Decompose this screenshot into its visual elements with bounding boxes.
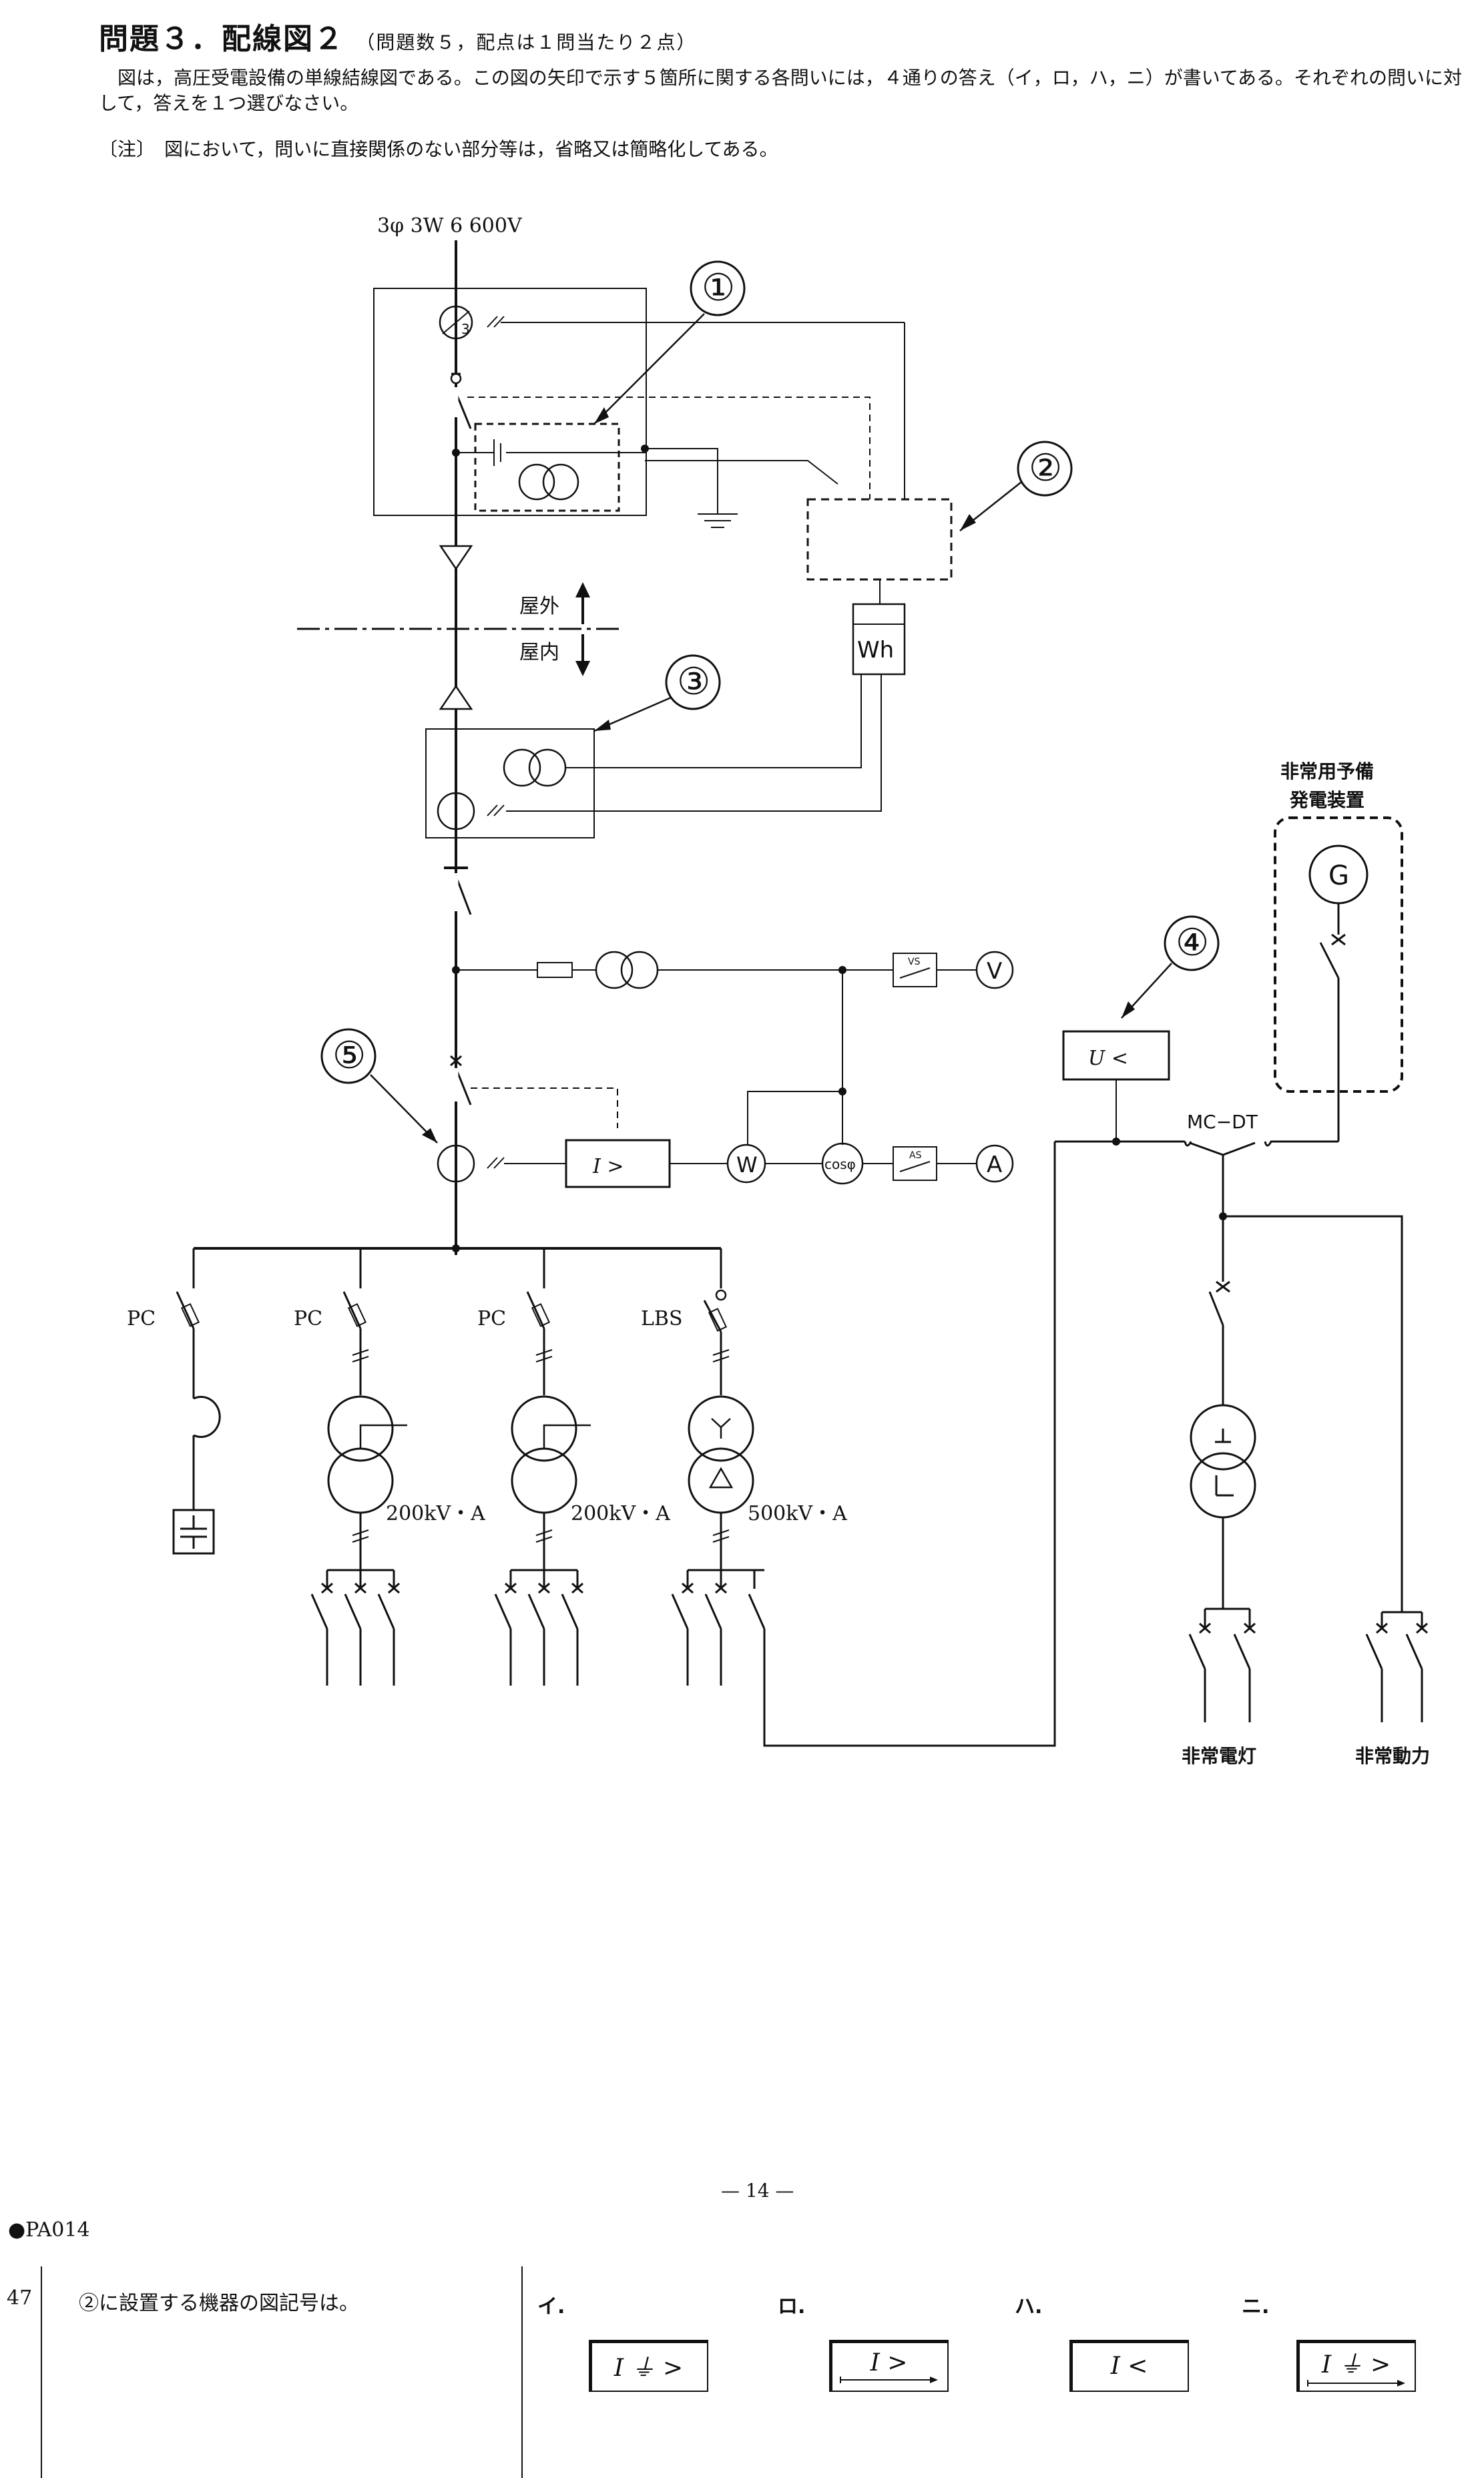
kva-label-1: 200kV・A [386,1502,485,1525]
voltmeter-label: V [987,958,1002,985]
pc-label-2: PC [294,1307,322,1330]
mcdt-label: MC−DT [1187,1111,1258,1133]
option-label-ha: ハ. [1015,2295,1043,2318]
lbs-label: LBS [641,1307,683,1330]
instruction-note: 〔注〕 図において，問いに直接関係のない部分等は，省略又は簡略化してある。 [99,138,778,160]
option-i-symbol[interactable]: I ⏚ > [589,2340,708,2392]
option-ro-symbol[interactable]: I > [829,2340,949,2392]
title-text: 問題３．配線図２ [99,22,344,56]
generator-label-1: 非常用予備 [1280,760,1374,782]
kva-label-3: 500kV・A [748,1502,847,1525]
transformer-branch-2: PC 200kV・A [477,1291,670,1686]
ocr-label: I > [592,1155,624,1178]
option-ni-symbol[interactable]: I ⏚ > [1296,2340,1416,2392]
option-label-ni: ニ. [1242,2295,1270,2318]
option-label-i: イ. [537,2295,565,2318]
as-label: AS [909,1150,922,1161]
supply-label: 3φ 3W 6 600V [377,214,523,238]
pc-label-1: PC [127,1307,156,1330]
option-ha-text: I < [1110,2352,1148,2380]
option-label-ro: ロ. [778,2295,806,2318]
wh-meter-label: Wh [857,637,894,664]
exam-code: ●PA014 [8,2218,90,2242]
option-i-text: I ⏚ > [613,2355,684,2382]
marker-5: ⑤ [332,1034,366,1077]
option-ha-symbol[interactable]: I < [1069,2340,1189,2392]
title-note: （問題数５，配点は１問当たり２点） [356,31,697,53]
generator-label-2: 発電装置 [1289,789,1365,811]
instruction-paragraph: 図は，高圧受電設備の単線結線図である。この図の矢印で示す５箇所に関する各問いには… [99,67,1463,114]
emergency-power-label: 非常動力 [1355,1745,1430,1767]
outdoor-label: 屋外 [519,595,559,618]
emergency-light-label: 非常電灯 [1182,1745,1256,1767]
ammeter-label: A [987,1152,1002,1178]
pc-label-3: PC [477,1307,506,1330]
kva-label-2: 200kV・A [571,1502,670,1525]
marker-3: ③ [677,660,710,704]
indoor-label: 屋内 [519,641,559,664]
marker-2: ② [1029,447,1062,490]
generator-symbol: G [1328,860,1349,891]
arrow-icon [1306,2380,1405,2387]
single-line-diagram: 3φ 3W 6 600V 3 ① ② 屋外 屋内 [127,214,1430,1767]
arrow-icon [839,2376,938,2383]
marker-1: ① [702,266,735,310]
transformer-branch-1: PC 200kV・A [294,1291,485,1686]
marker-4: ④ [1176,921,1209,965]
uvr-label: U < [1088,1047,1128,1070]
question-text: ②に設置する機器の図記号は。 [79,2292,359,2315]
page-title: 問題３．配線図２ （問題数５，配点は１問当たり２点） [99,15,696,57]
question-number: 47 [7,2286,33,2310]
page-number: — 14 — [721,2180,794,2202]
pf-meter-label: cosφ [824,1156,856,1172]
option-ni-text: I ⏚ > [1321,2351,1391,2379]
question-table [41,2266,523,2478]
vs-label: VS [908,957,921,967]
option-ro-text: I > [870,2348,908,2377]
transformer-branch-3: LBS 500kV・A [641,1289,847,1686]
wattmeter-label: W [736,1152,758,1178]
ct-ratio: 3 [461,321,470,337]
